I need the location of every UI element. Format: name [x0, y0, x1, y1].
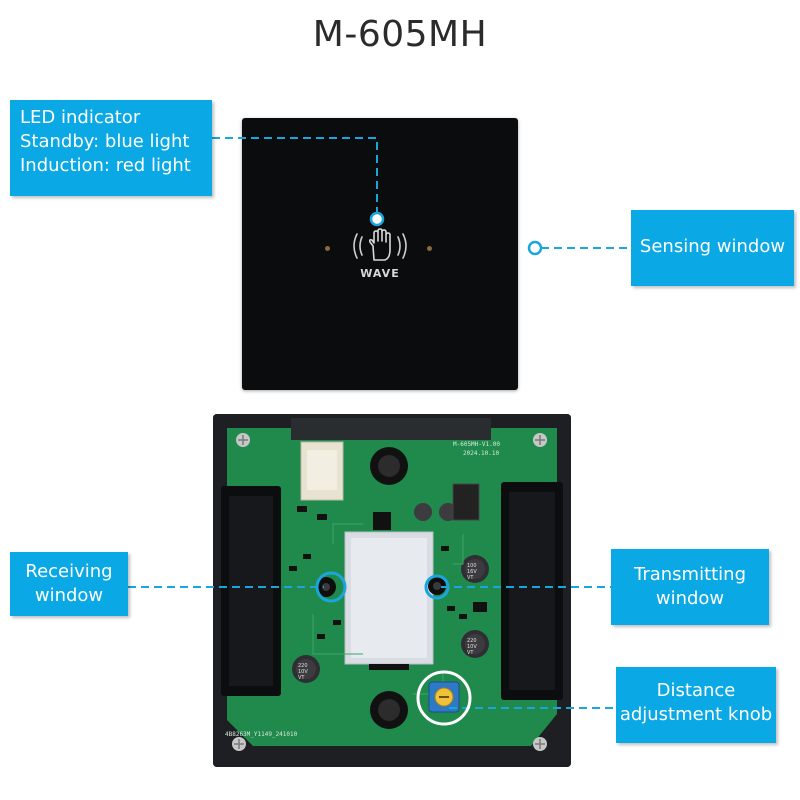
led-indicator-callout: LED indicator Standby: blue light Induct… [10, 100, 212, 196]
sensing-callout-text: Sensing window [639, 236, 786, 257]
cap-a-line1: 100 [467, 563, 477, 569]
distance-callout-line1: Distance [656, 680, 736, 701]
distance-knob-callout: Distance adjustment knob [616, 667, 776, 743]
transmitting-callout-line2: window [655, 588, 725, 609]
board-date: 2024.10.10 [463, 450, 500, 457]
product-title: M-605MH [312, 14, 488, 55]
led-callout-line3: Induction: red light [20, 155, 191, 176]
receiving-callout-line1: Receiving [25, 561, 113, 582]
back-panel: M-605MH-V1.00 2024.10.10 4B8263M_Y1149_2… [213, 414, 571, 767]
led-dot-left [325, 246, 330, 251]
capacitor-b [461, 630, 489, 658]
cap-a-line2: 16V [467, 569, 477, 575]
receiving-window-callout: Receiving window [10, 552, 128, 616]
board-id-bottom: 4B8263M_Y1149_241010 [225, 731, 298, 738]
led-callout-line2: Standby: blue light [20, 131, 190, 152]
screw-top-right [533, 433, 547, 447]
cap-c-line3: VT [298, 675, 305, 681]
cap-c-line2: 10V [298, 669, 308, 675]
screw-bottom-right [533, 737, 547, 751]
transmitting-window-callout: Transmitting window [611, 549, 769, 625]
hand-wave-icon [353, 228, 407, 261]
cap-a-line3: VT [467, 575, 474, 581]
board-id-top: M-605MH-V1.00 [453, 441, 500, 448]
cap-b-line1: 220 [467, 638, 477, 644]
led-callout-line1: LED indicator [20, 107, 141, 128]
front-panel: WAVE [242, 118, 518, 390]
distance-callout-line2: adjustment knob [619, 704, 773, 725]
receiving-callout-line2: window [34, 585, 104, 606]
screw-bottom-left [232, 737, 246, 751]
capacitor-a [461, 555, 489, 583]
transmitting-callout-line1: Transmitting [633, 564, 747, 585]
capacitor-c [292, 655, 320, 683]
wave-logo-text: WAVE [360, 267, 400, 280]
led-dot-right [427, 246, 432, 251]
pcb-board: M-605MH-V1.00 2024.10.10 4B8263M_Y1149_2… [213, 414, 571, 767]
sensing-window-callout: Sensing window [631, 210, 794, 286]
cap-c-line1: 220 [298, 663, 308, 669]
cap-b-line2: 10V [467, 644, 477, 650]
sensing-marker [527, 240, 543, 256]
cap-b-line3: VT [467, 650, 474, 656]
screw-top-left [236, 433, 250, 447]
